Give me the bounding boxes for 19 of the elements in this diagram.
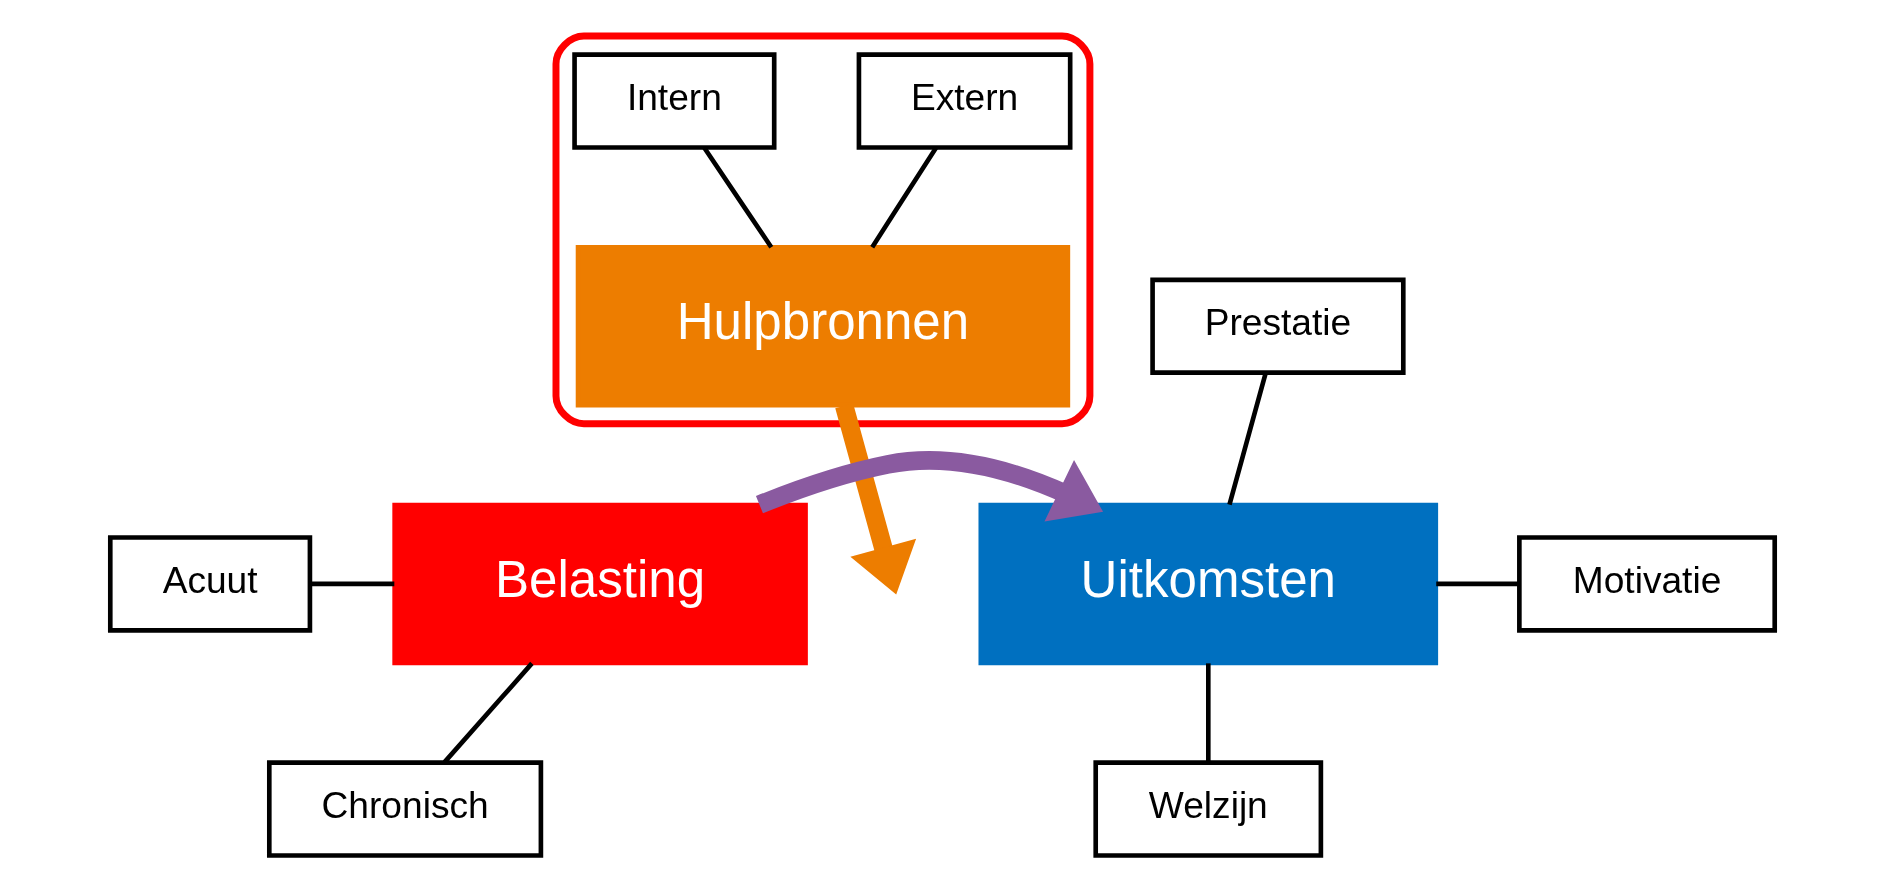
connector bbox=[1226, 372, 1268, 506]
node-box: Intern bbox=[571, 52, 777, 150]
node-box: Belasting bbox=[391, 502, 808, 666]
arrow bbox=[755, 451, 1103, 522]
node-box: Acuut bbox=[107, 535, 312, 633]
node-box: Chronisch bbox=[266, 760, 543, 858]
node-box: Extern bbox=[856, 52, 1072, 150]
node-box: Uitkomsten bbox=[977, 502, 1438, 666]
node-box: Welzijn bbox=[1092, 760, 1323, 858]
connector bbox=[310, 581, 394, 587]
node-box: Motivatie bbox=[1516, 535, 1777, 633]
connector bbox=[1205, 663, 1211, 763]
connector bbox=[702, 146, 773, 249]
connector bbox=[869, 146, 938, 249]
node-box: Prestatie bbox=[1149, 277, 1406, 375]
node-box: Hulpbronnen bbox=[575, 245, 1070, 408]
connector bbox=[1435, 581, 1519, 587]
cluster bbox=[552, 32, 1093, 428]
connector bbox=[442, 661, 534, 764]
